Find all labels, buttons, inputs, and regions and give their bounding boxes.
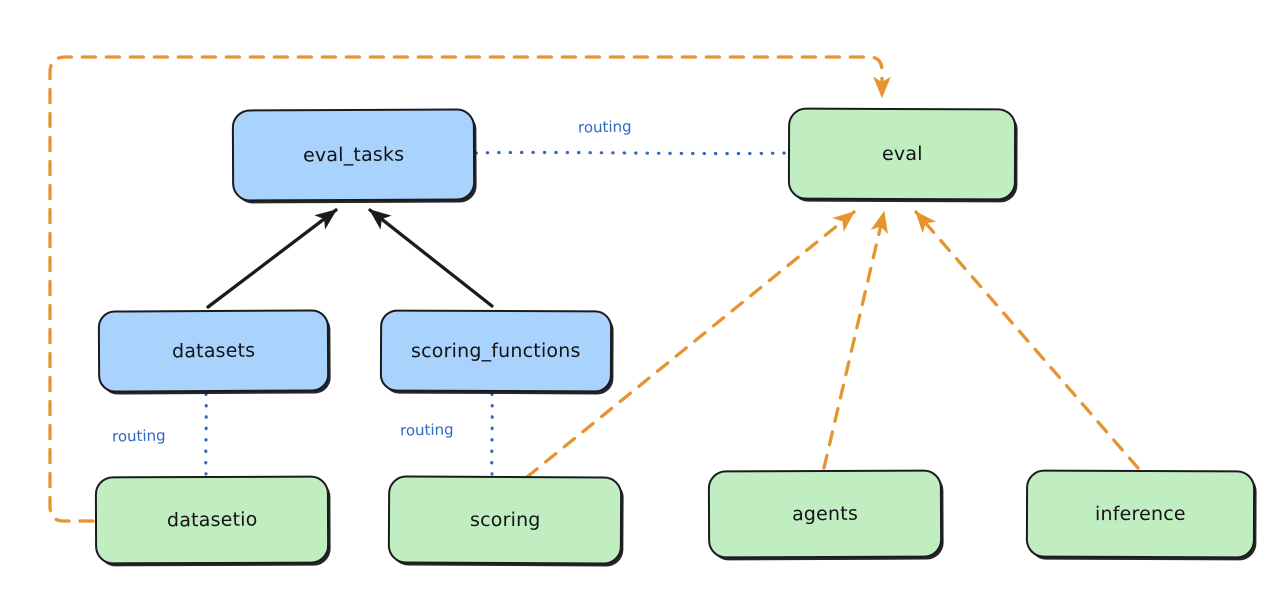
edge-scoring-functions-to-eval-tasks [368,208,494,308]
edge-label-routing-scoring-functions-scoring: routing [399,420,454,440]
edge-inference-to-eval [914,210,1140,470]
node-scoring-label: scoring [469,508,541,532]
node-eval[interactable]: eval [787,107,1017,201]
node-eval-label: eval [881,142,923,166]
edge-label-routing-datasets-datasetio: routing [111,426,166,446]
node-scoring[interactable]: scoring [387,475,623,565]
node-eval-tasks-label: eval_tasks [302,143,405,167]
edge-agents-to-eval [822,210,889,470]
edge-datasets-to-eval-tasks [206,208,338,309]
node-datasets[interactable]: datasets [97,309,330,393]
node-scoring-functions[interactable]: scoring_functions [379,309,613,393]
node-inference-label: inference [1095,502,1186,526]
node-eval-tasks[interactable]: eval_tasks [231,108,476,202]
node-datasetio-label: datasetio [166,508,258,532]
edge-label-routing-eval-tasks-eval: routing [577,117,632,137]
edge-eval-tasks-to-eval [474,150,788,156]
node-agents[interactable]: agents [707,469,943,559]
node-inference[interactable]: inference [1025,469,1256,559]
node-agents-label: agents [791,502,859,526]
node-scoring-functions-label: scoring_functions [411,339,581,363]
node-datasetio[interactable]: datasetio [94,475,330,565]
node-datasets-label: datasets [171,339,256,363]
